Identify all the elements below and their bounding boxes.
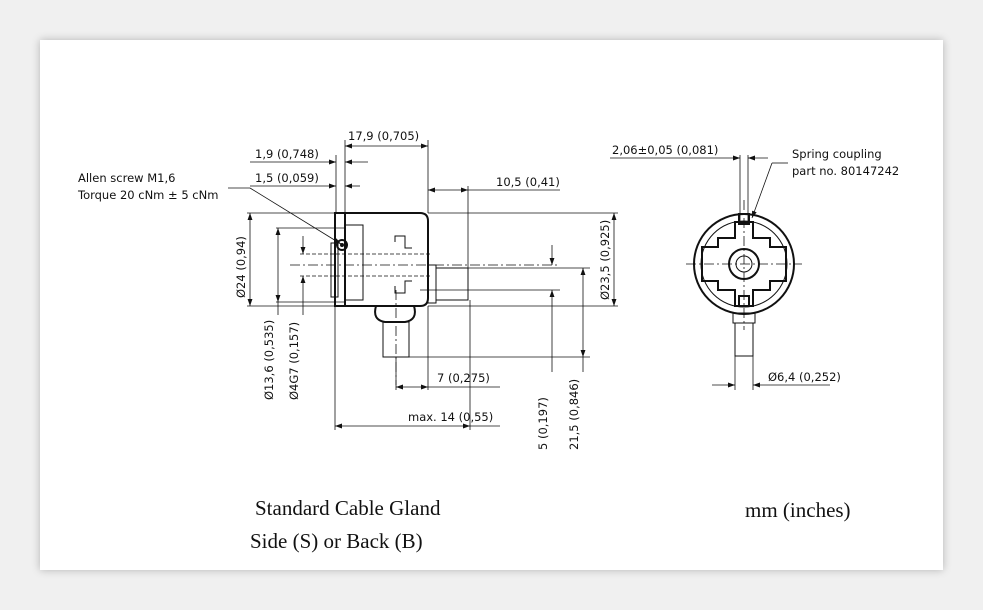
label-allen-screw: Allen screw M1,6 (78, 171, 175, 185)
housing-body (345, 212, 429, 307)
spring-coupling-icon (701, 221, 787, 307)
label-spring-part-no: part no. 80147242 (792, 164, 899, 178)
caption-units: mm (inches) (745, 498, 851, 522)
dim-5: 5 (0,197) (536, 397, 550, 450)
label-allen-torque: Torque 20 cNm ± 5 cNm (77, 188, 218, 202)
coupling-face (344, 224, 364, 301)
dim-max-14: max. 14 (0,55) (408, 410, 493, 424)
technical-drawing: 17,9 (0,705) 1,9 (0,748) 1,5 (0,059) 10,… (77, 129, 899, 553)
front-view (610, 155, 830, 390)
dim-dia-4g7: Ø4G7 (0,157) (287, 322, 301, 400)
caption-standard-cable-gland: Standard Cable Gland (255, 496, 441, 520)
rear-boss (427, 264, 437, 304)
dim-1-9: 1,9 (0,748) (255, 147, 319, 161)
dim-1-5: 1,5 (0,059) (255, 171, 319, 185)
dim-dia-24: Ø24 (0,94) (234, 236, 248, 298)
dim-17-9: 17,9 (0,705) (348, 129, 419, 143)
dim-dia-6-4: Ø6,4 (0,252) (768, 370, 841, 384)
dim-21-5: 21,5 (0,846) (567, 379, 581, 450)
dim-10-5: 10,5 (0,41) (496, 175, 560, 189)
caption-side-or-back: Side (S) or Back (B) (250, 529, 423, 553)
side-gland-nut (374, 305, 416, 323)
dim-dia-13-6: Ø13,6 (0,535) (262, 320, 276, 400)
back-cable-gland (435, 267, 469, 301)
side-view (290, 212, 560, 385)
dim-2-06: 2,06±0,05 (0,081) (612, 143, 718, 157)
label-spring-coupling: Spring coupling (792, 147, 882, 161)
allen-screw-icon (336, 239, 348, 251)
drawing-sheet: 17,9 (0,705) 1,9 (0,748) 1,5 (0,059) 10,… (40, 40, 943, 570)
coupling-detail (394, 235, 412, 249)
flange-plate (334, 212, 346, 307)
dimension-lines (228, 143, 617, 429)
dim-7: 7 (0,275) (437, 371, 490, 385)
coupling-detail-lower (394, 280, 412, 294)
dim-dia-23-5: Ø23,5 (0,925) (598, 220, 612, 300)
extension-lines (247, 140, 618, 430)
